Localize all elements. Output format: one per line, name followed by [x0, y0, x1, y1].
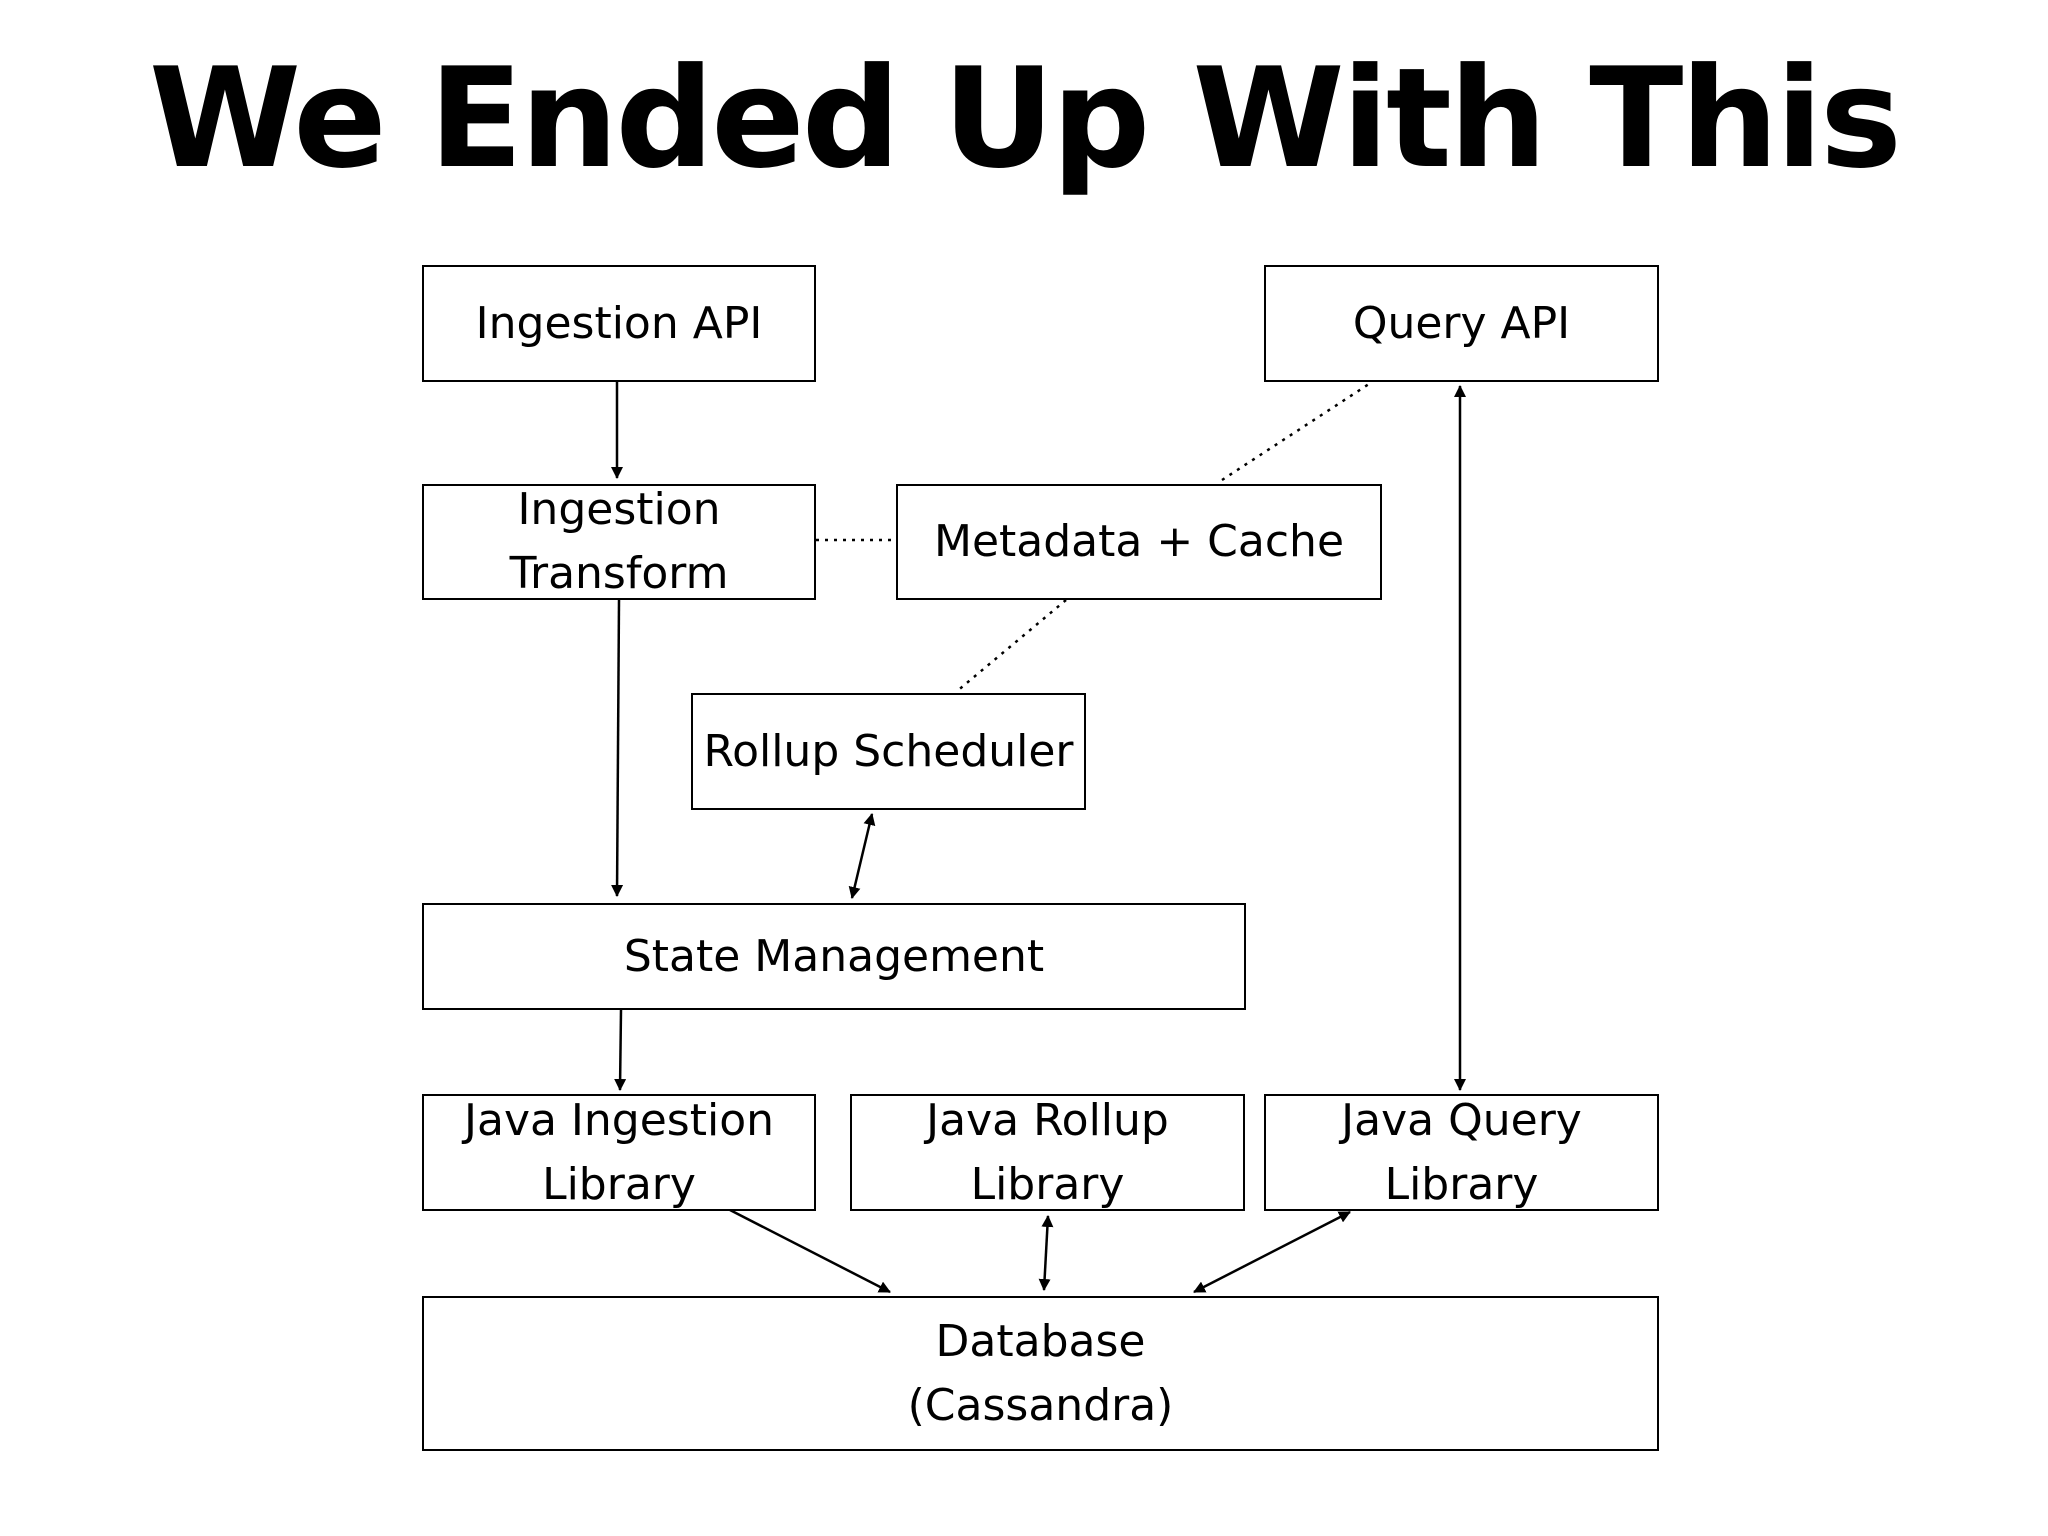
rollup-scheduler-label: Rollup Scheduler — [703, 725, 1074, 777]
ingestion-api-box: Ingestion API — [422, 265, 816, 382]
ingestion-transform-box: Ingestion Transform — [422, 484, 816, 600]
ingestion-api-label: Ingestion API — [475, 297, 763, 349]
java-ingestion-library-box: Java Ingestion Library — [422, 1094, 816, 1211]
query-api-box: Query API — [1264, 265, 1659, 382]
query-api-label: Query API — [1352, 297, 1571, 349]
ingestion-transform-label-line-1: Ingestion — [517, 484, 721, 535]
rollup-scheduler-box: Rollup Scheduler — [691, 693, 1086, 810]
java-ingestion-library-label-line-1: Java Ingestion — [464, 1094, 774, 1146]
java-rollup-library-label-line-1: Java Rollup — [926, 1094, 1169, 1146]
database-label-line-1: Database — [935, 1315, 1146, 1367]
edge-transform-to-state-management — [611, 599, 624, 897]
java-query-library-label-line-2: Library — [1384, 1158, 1539, 1210]
java-rollup-library-label-line-2: Library — [970, 1158, 1125, 1210]
java-ingestion-library-label-line-2: Library — [542, 1158, 696, 1210]
edge-metadata-rollup-scheduler-dotted — [955, 599, 1067, 693]
database-box: Database (Cassandra) — [422, 1296, 1659, 1451]
edge-metadata-query-api-dotted — [1221, 380, 1373, 482]
edge-java-rollup-database — [1038, 1215, 1054, 1291]
edge-java-ingestion-to-database — [729, 1208, 891, 1294]
metadata-cache-label: Metadata + Cache — [933, 516, 1345, 567]
edge-rollup-scheduler-state-management — [848, 813, 876, 899]
state-management-box: State Management — [422, 903, 1246, 1010]
ingestion-transform-label-line-2: Transform — [509, 548, 729, 599]
metadata-cache-box: Metadata + Cache — [896, 484, 1382, 600]
state-management-label: State Management — [623, 930, 1045, 982]
database-label-line-2: (Cassandra) — [907, 1379, 1174, 1431]
edge-java-query-database — [1193, 1210, 1351, 1294]
slide-title: We Ended Up With This — [148, 38, 1902, 199]
java-rollup-library-box: Java Rollup Library — [850, 1094, 1245, 1211]
edge-state-management-to-java-ingestion — [614, 1009, 627, 1091]
java-query-library-box: Java Query Library — [1264, 1094, 1659, 1211]
java-query-library-label-line-1: Java Query — [1341, 1094, 1582, 1146]
